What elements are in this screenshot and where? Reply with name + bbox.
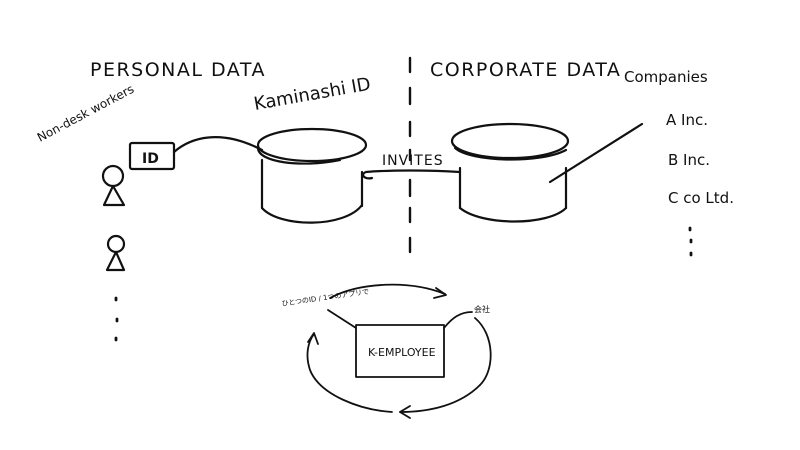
id-card-box [128,141,176,171]
employee-cycle [306,283,492,419]
company-item: C co Ltd. [668,189,734,207]
company-item: A Inc. [666,111,708,129]
more-companies-ellipsis [688,226,693,257]
more-workers-ellipsis [114,296,119,342]
company-item: B Inc. [668,151,710,169]
id-card-label: ID [142,151,159,167]
personal-data-header: PERSONAL DATA [90,59,266,81]
employee-box [355,324,445,378]
corporate-data-header: CORPORATE DATA [430,59,621,81]
cycle-left-label: ひとつのID / 1つのアプリで [281,288,369,308]
non-desk-workers-label: Non-desk workers [35,82,136,145]
companies-header: Companies [624,68,708,86]
companies-connection [548,122,644,184]
employee-box-label: K-EMPLOYEE [368,346,436,359]
kaminashi-id-database [256,127,368,224]
id-connection-line [172,136,264,154]
invites-connection [362,169,462,180]
person-icon [105,234,126,272]
kaminashi-id-label: Kaminashi ID [252,74,372,115]
invites-label: INVITES [382,153,444,169]
person-icon [101,164,126,207]
corporate-database [450,122,570,223]
cycle-right-label: 会社 [474,304,490,314]
